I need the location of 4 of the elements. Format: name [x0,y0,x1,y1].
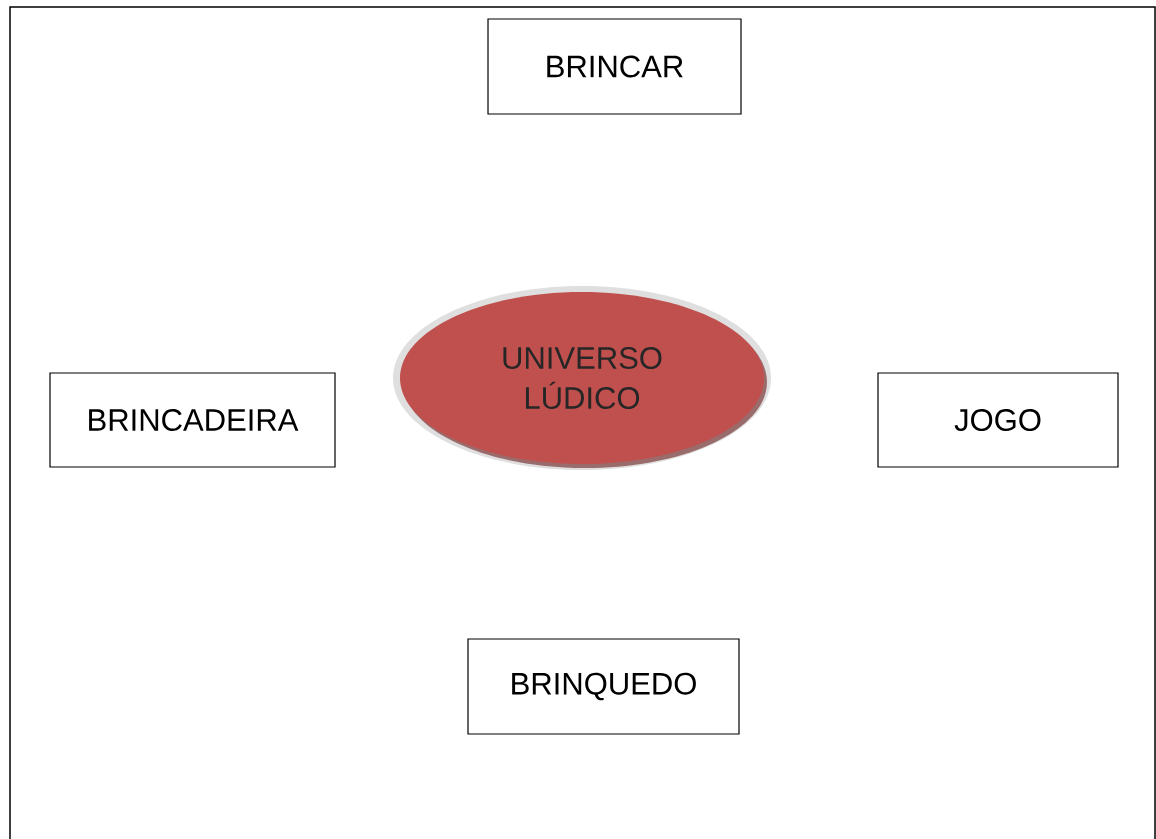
concept-box: BRINQUEDO [467,638,740,735]
concept-box: BRINCADEIRA [49,372,336,468]
concept-box: BRINCAR [487,18,742,115]
concept-box: JOGO [877,372,1119,468]
